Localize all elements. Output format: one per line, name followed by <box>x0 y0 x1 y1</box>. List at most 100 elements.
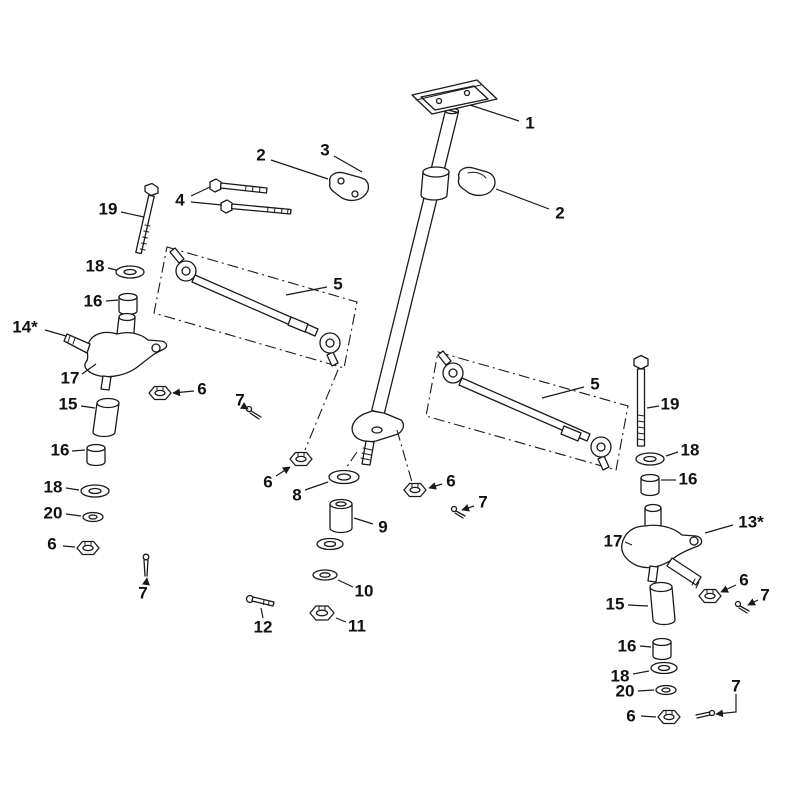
leader-line-19-7 <box>120 211 145 218</box>
leader-line-17-32 <box>624 541 633 546</box>
part-callout-11-26: 11 <box>348 617 366 636</box>
part-callout-14*-10: 14* <box>12 318 38 337</box>
leader-line-18-16 <box>65 487 80 491</box>
part-callout-6-33: 6 <box>739 571 748 590</box>
part-callout-4-3: 4 <box>175 191 185 210</box>
washer-10 <box>312 569 338 581</box>
leader-line-16-36 <box>639 645 652 648</box>
leader-line-5-5 <box>285 286 328 296</box>
leader-line-6-22 <box>275 466 291 477</box>
cotter-pin-7-right-spindle <box>734 600 750 614</box>
leader-line-11-26 <box>335 617 347 623</box>
part-callout-15-12: 15 <box>59 395 78 414</box>
part-callout-13*-31: 13* <box>738 513 764 532</box>
part-callout-15-35: 15 <box>606 595 625 614</box>
bushing-16-right-upper <box>640 473 660 497</box>
part-callout-20-38: 20 <box>616 682 635 701</box>
part-callout-6-23: 6 <box>446 472 455 491</box>
part-callout-18-29: 18 <box>681 441 700 460</box>
leader-line-6-18 <box>62 545 76 548</box>
column-clamp-left-half <box>328 171 370 202</box>
part-callout-5-5: 5 <box>333 275 342 294</box>
leader-line-18-37 <box>632 670 650 675</box>
cotter-pin-7-right-lower <box>695 709 716 719</box>
washer-20-left <box>82 511 104 523</box>
washer-20-right <box>655 684 677 696</box>
part-callout-8-20: 8 <box>292 486 301 505</box>
washer-8 <box>328 469 360 485</box>
leader-line-2-4 <box>495 188 550 210</box>
clamp-bolt-lower <box>220 199 292 215</box>
leader-line-8-20 <box>304 481 329 491</box>
leader-line-15-12 <box>80 405 96 409</box>
part-callout-17-11: 17 <box>61 369 80 388</box>
leader-line-7-19 <box>142 577 150 586</box>
leader-line-20-38 <box>637 689 655 692</box>
leader-line-7-40 <box>715 694 737 718</box>
leader-line-6-13 <box>172 388 195 397</box>
column-clamp-right-half <box>457 166 496 197</box>
tie-rod-right <box>425 350 629 471</box>
bolt-19-right <box>633 354 649 447</box>
bushing-16-left-lower <box>86 443 106 467</box>
part-callout-5-6: 5 <box>590 375 599 394</box>
part-callout-7-34: 7 <box>760 586 769 605</box>
castle-nut-6-center-left <box>289 451 313 467</box>
steering-column-shaft <box>351 107 460 466</box>
cotter-pin-7-left-spindle <box>142 553 150 577</box>
leader-line-16-15 <box>71 449 86 452</box>
castle-nut-6-right-lower <box>657 709 681 725</box>
leader-line-15-35 <box>627 604 649 607</box>
leader-line-20-17 <box>65 513 82 517</box>
part-callout-16-9: 16 <box>84 292 103 311</box>
leader-line-7-24 <box>461 504 475 512</box>
bushing-16-right-lower <box>652 637 672 661</box>
alignment-centerlines <box>304 369 413 483</box>
leader-line-13*-31 <box>704 524 734 534</box>
leader-line-3-2 <box>333 155 363 173</box>
clamp-bolt-upper <box>209 178 268 194</box>
washer-18-left-lower <box>80 484 110 498</box>
part-callout-7-19: 7 <box>138 584 147 603</box>
part-callout-12-27: 12 <box>254 618 273 637</box>
leader-line-12-27 <box>260 607 264 619</box>
part-callout-3-2: 3 <box>320 141 329 160</box>
leader-line-7-34 <box>747 598 759 606</box>
washer-18-left-upper <box>115 265 145 279</box>
boot-15-left <box>92 397 120 438</box>
tie-rod-left <box>153 246 358 369</box>
cotter-pin-7-left-arm <box>245 405 262 420</box>
part-callout-7-40: 7 <box>731 677 740 696</box>
leader-line-17-11 <box>81 363 97 375</box>
leader-line-4-3 <box>190 186 211 197</box>
leader-line-19-28 <box>646 405 660 409</box>
bushing-16-left-upper <box>118 292 138 316</box>
column-holder-bushing <box>420 166 450 201</box>
part-callout-6-39: 6 <box>626 707 635 726</box>
leader-line-6-39 <box>640 715 657 718</box>
leader-line-10-25 <box>337 579 354 588</box>
castle-nut-6-left-spindle <box>76 540 100 556</box>
steering-knuckle-left <box>63 312 168 391</box>
leader-line-2-1 <box>270 159 329 180</box>
screw-12 <box>245 594 275 607</box>
leader-line-1-0 <box>469 104 520 122</box>
part-callout-6-13: 6 <box>197 380 206 399</box>
part-callout-2-4: 2 <box>555 204 564 223</box>
castle-nut-6-left-arm <box>148 385 172 401</box>
part-callout-9-21: 9 <box>378 518 387 537</box>
part-callout-19-28: 19 <box>661 395 680 414</box>
leader-line-6-33 <box>720 584 737 593</box>
bolt-19-left <box>135 182 159 255</box>
part-callout-2-1: 2 <box>256 146 265 165</box>
leader-line-9-21 <box>353 517 374 525</box>
part-callout-19-7: 19 <box>99 200 118 219</box>
washer-18-right-lower <box>650 661 678 675</box>
leader-line-6-23 <box>428 482 443 490</box>
part-callout-7-24: 7 <box>478 493 487 512</box>
handlebar-clamp-bracket <box>411 79 498 115</box>
castle-nut-6-right-spindle <box>698 588 722 604</box>
